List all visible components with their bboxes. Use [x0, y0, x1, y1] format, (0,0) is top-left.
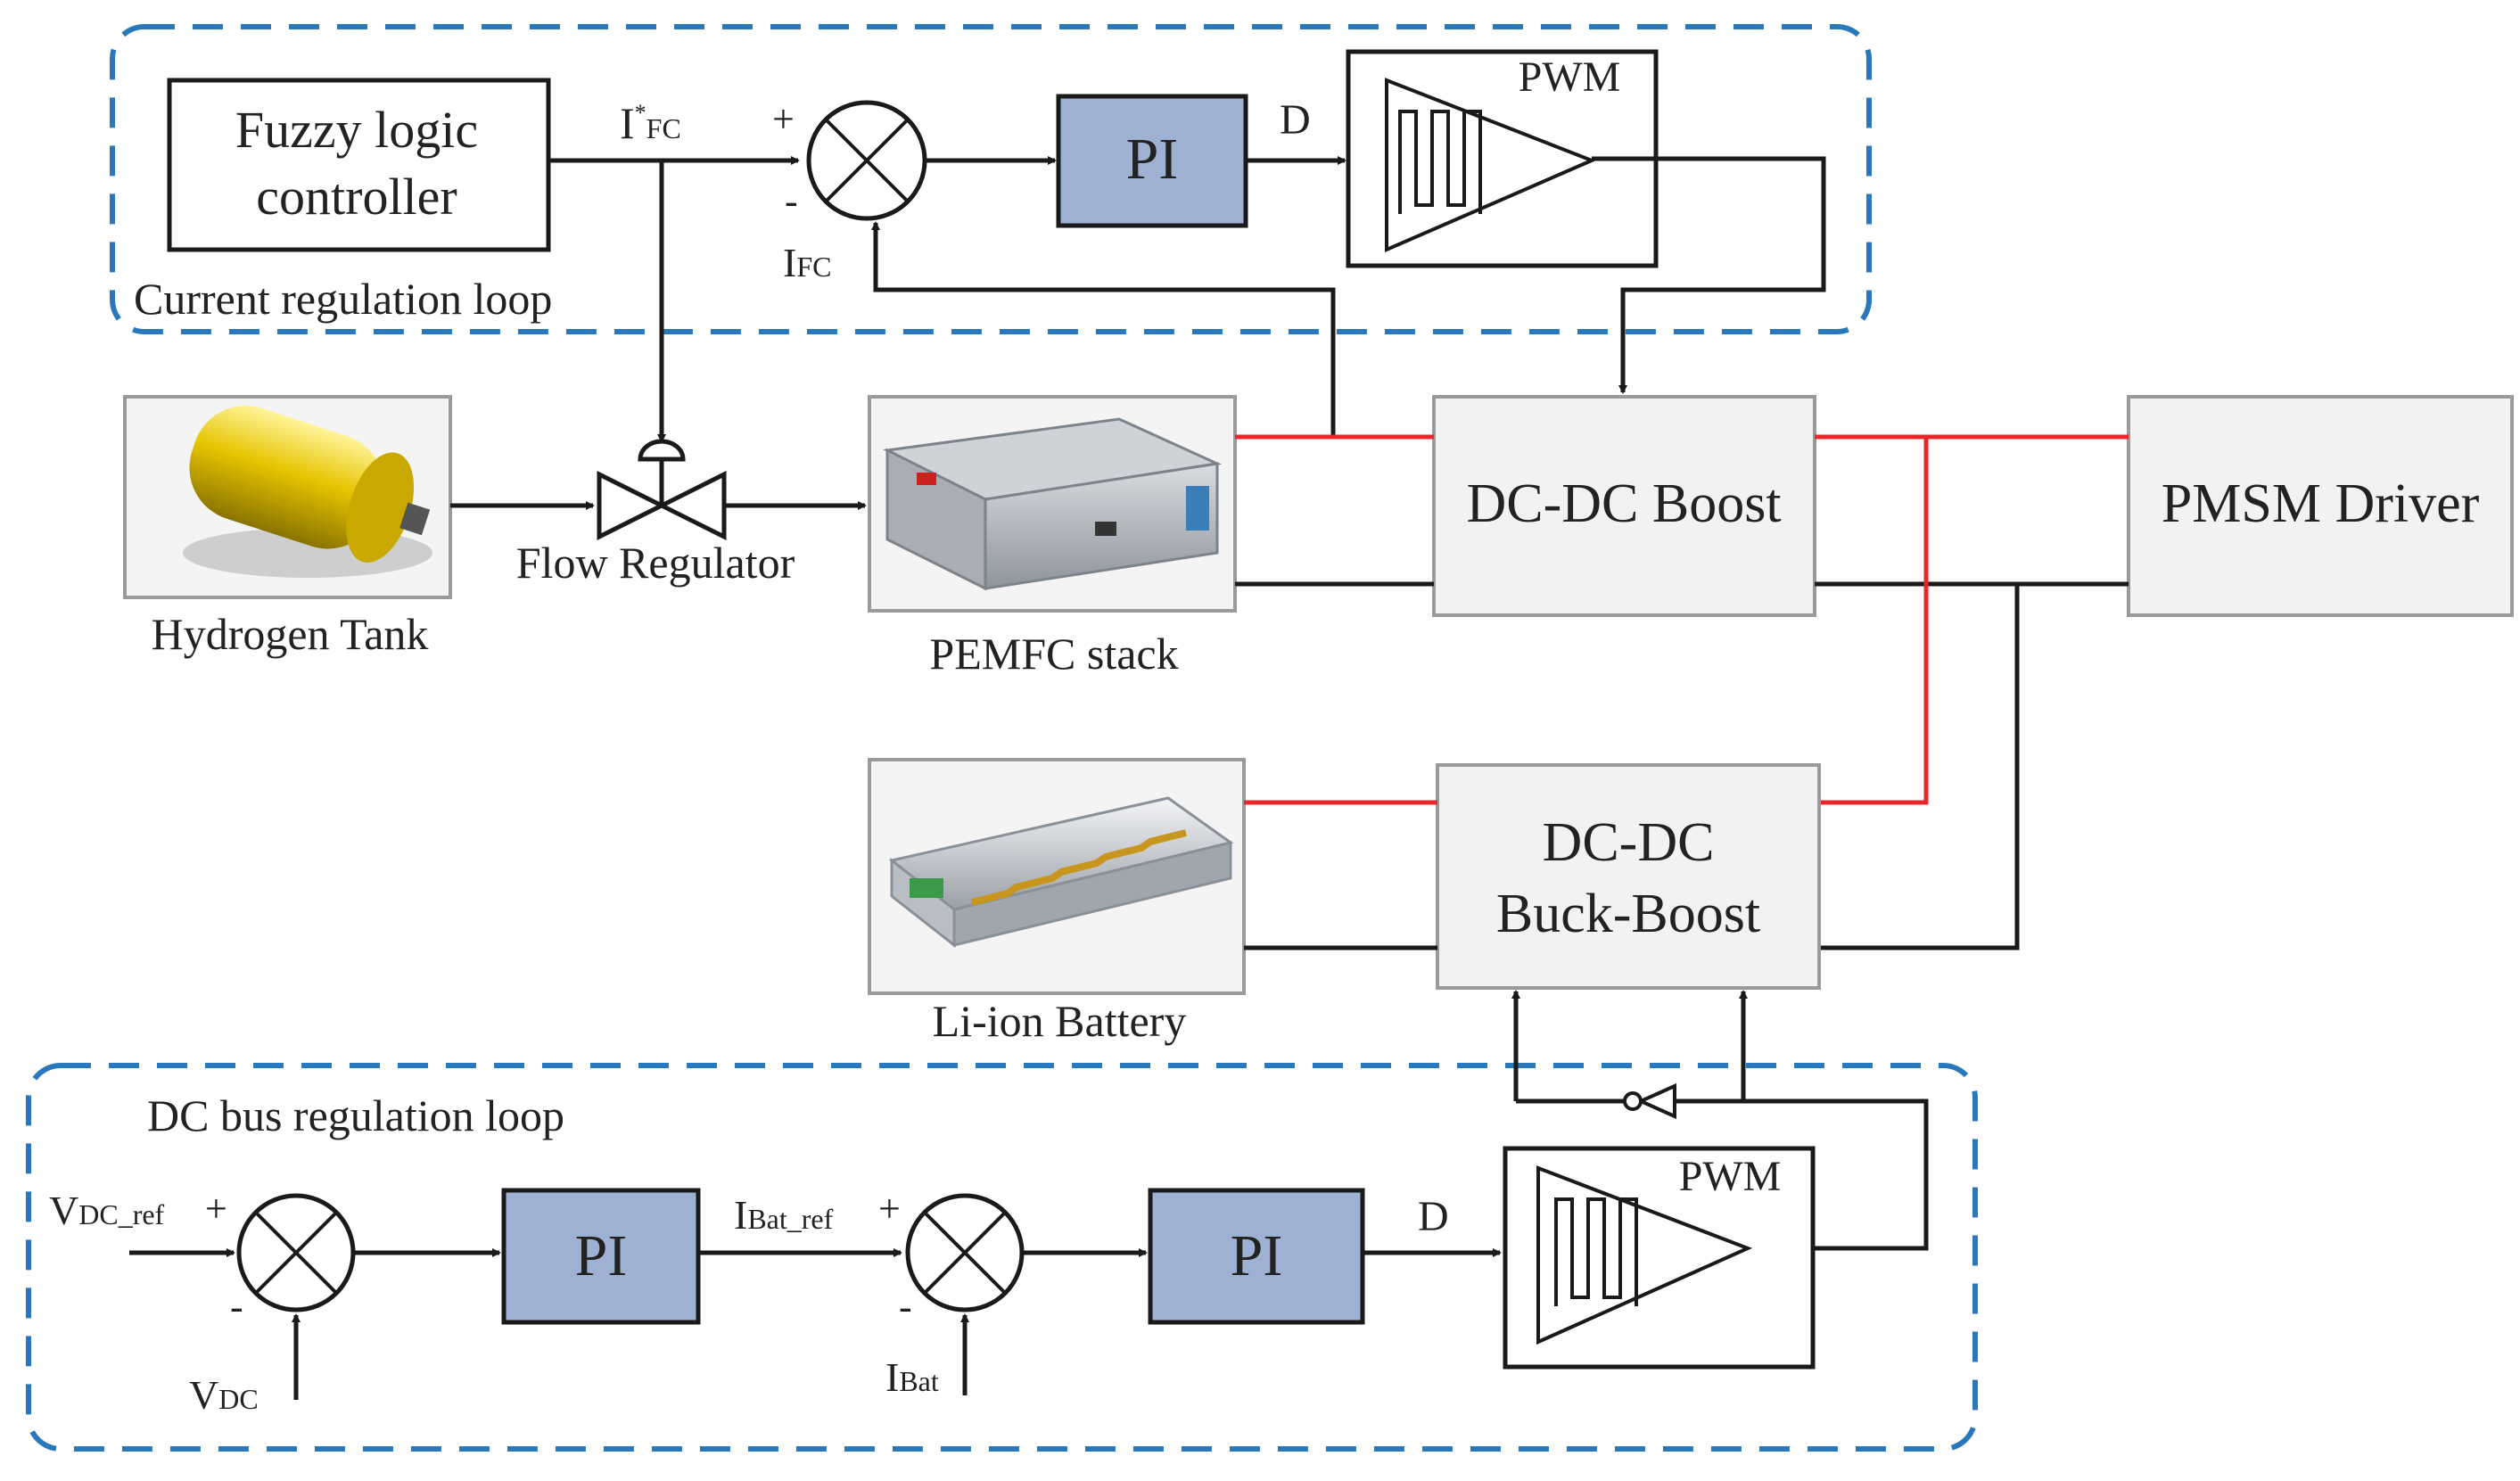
dc-dc-buck-boost-block — [1436, 763, 1821, 990]
hydrogen-tank-image — [123, 395, 452, 599]
vdc-ref-label: VDC_ref — [49, 1188, 165, 1233]
pi-block-bottom-2 — [1148, 1188, 1365, 1325]
sum-top-minus: - — [785, 179, 798, 223]
fuzzy-logic-controller-block — [167, 78, 551, 252]
wire-bus-pos-to-buckboost — [1819, 437, 1929, 805]
d-top-label: D — [1280, 96, 1311, 144]
buck-boost-line2: Buck-Boost — [1496, 884, 1760, 944]
wire-bus-neg-to-buckboost — [1819, 584, 2020, 950]
pwm-block-bottom — [1503, 1146, 1816, 1370]
dc-dc-boost-label: DC-DC Boost — [1466, 473, 1781, 534]
pmsm-driver-block — [2127, 395, 2514, 617]
ifc-ref-label: I*FC — [620, 98, 681, 148]
pi-top-label: PI — [1126, 127, 1179, 192]
hydrogen-tank-caption: Hydrogen Tank — [152, 609, 429, 659]
li-ion-battery-image — [868, 758, 1246, 995]
dc-bus-regulation-loop-border — [26, 1063, 1978, 1452]
li-ion-battery-caption: Li-ion Battery — [933, 996, 1187, 1046]
flow-regulator-caption: Flow Regulator — [516, 538, 795, 588]
fuzzy-block-line1: Fuzzy logic — [235, 101, 478, 159]
sum-top-plus: + — [772, 97, 795, 141]
ibat-ref-label: IBat_ref — [734, 1192, 834, 1238]
current-loop-label: Current regulation loop — [134, 274, 552, 324]
d-bot-label: D — [1418, 1193, 1449, 1240]
summing-junction-top — [806, 100, 927, 221]
pi-bot1-label: PI — [575, 1223, 628, 1288]
summing-junction-bottom-2 — [905, 1193, 1025, 1312]
inverter-gate-icon — [1623, 1082, 1676, 1120]
pemfc-stack-caption: PEMFC stack — [929, 629, 1178, 679]
sum-bot1-minus: - — [230, 1285, 243, 1329]
dc-dc-boost-block — [1432, 395, 1816, 617]
wire-ifc-feedback — [871, 221, 1336, 437]
current-regulation-loop-border — [110, 24, 1872, 334]
pwm-top-label: PWM — [1519, 53, 1621, 101]
wire-pwm-to-gates — [1516, 1098, 1929, 1251]
pmsm-driver-label: PMSM Driver — [2162, 473, 2480, 534]
pi-block-bottom-1 — [501, 1188, 701, 1325]
pemfc-stack-image — [868, 395, 1237, 613]
ifc-label: IFC — [783, 240, 831, 285]
dc-bus-loop-label: DC bus regulation loop — [147, 1090, 564, 1140]
vdc-label: VDC — [189, 1372, 259, 1418]
pi-bot2-label: PI — [1231, 1223, 1283, 1288]
pwm-bot-label: PWM — [1679, 1153, 1782, 1200]
fuzzy-block-line2: controller — [256, 168, 457, 226]
flow-regulator-valve-icon — [597, 439, 727, 541]
buck-boost-line1: DC-DC — [1543, 812, 1715, 873]
wire-pwm-to-boost — [1592, 156, 1826, 394]
summing-junction-bottom-1 — [236, 1193, 356, 1312]
sum-bot1-plus: + — [205, 1187, 227, 1230]
ibat-label: IBat — [885, 1354, 939, 1400]
sum-bot2-minus: - — [899, 1285, 912, 1329]
sum-bot2-plus: + — [878, 1187, 901, 1230]
